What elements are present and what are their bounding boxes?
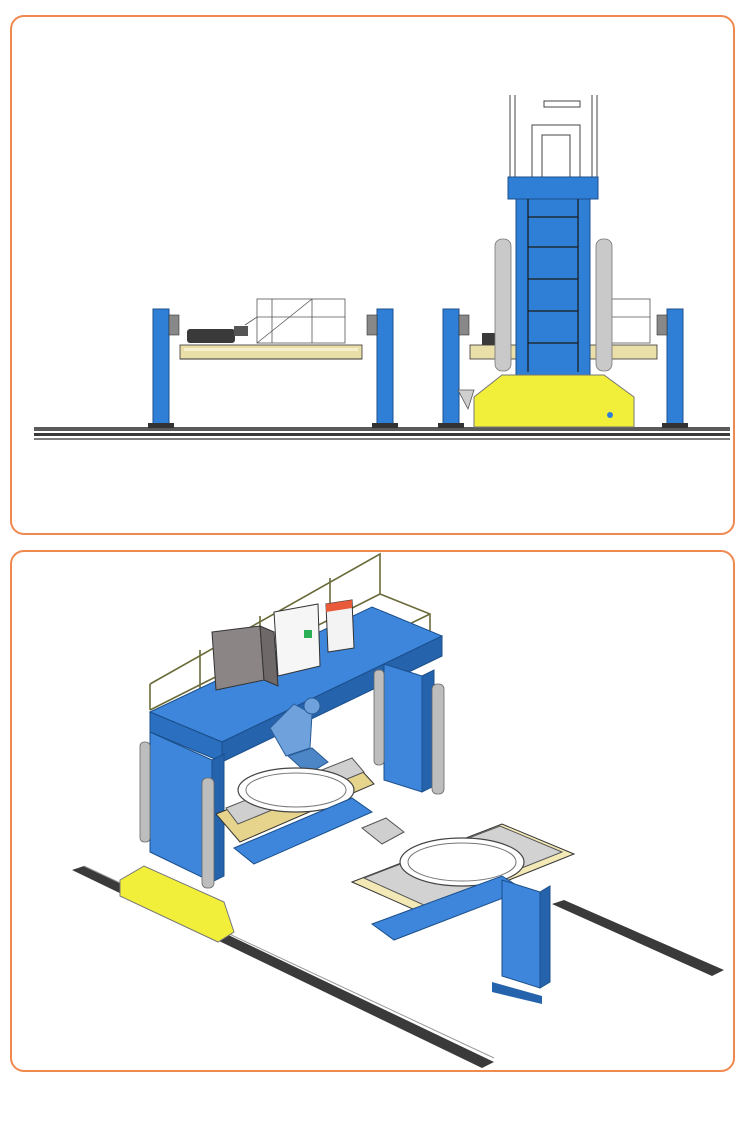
side-elevation-drawing [34, 95, 730, 440]
floor-rail [34, 427, 730, 440]
welding-robot [269, 697, 329, 775]
isometric-drawing [72, 552, 724, 1068]
front-positioner [350, 817, 576, 1004]
rear-fixture [215, 757, 375, 865]
gantry-column [457, 95, 635, 428]
left-positioner [148, 298, 398, 428]
isometric-view-panel [10, 550, 735, 1072]
right-column [373, 663, 445, 795]
control-cabinets [211, 599, 355, 691]
side-elevation-panel [10, 15, 735, 535]
left-column [119, 731, 235, 943]
